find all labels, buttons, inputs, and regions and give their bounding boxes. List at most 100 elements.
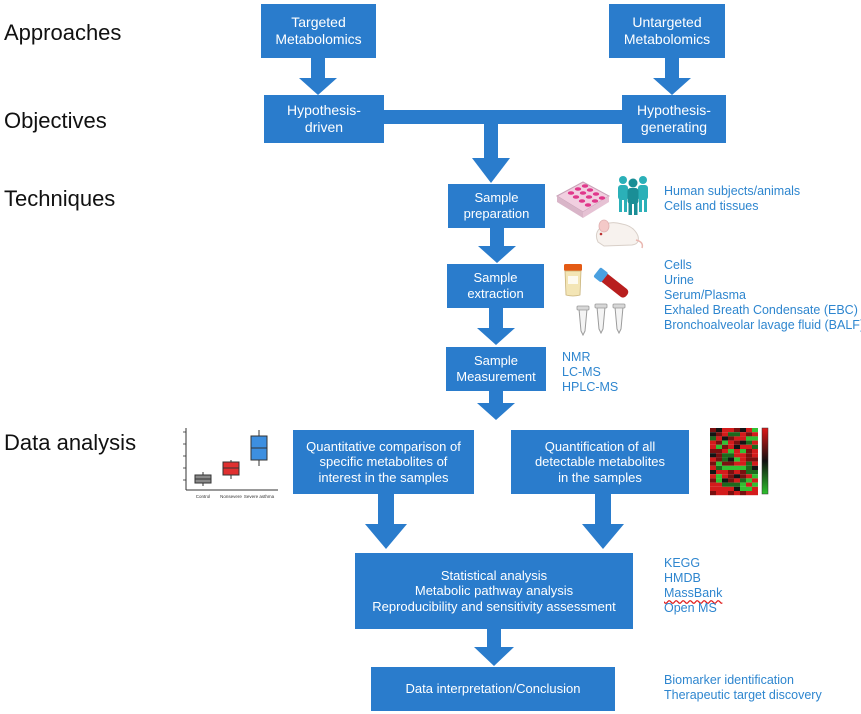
heatmap-cell [728,482,734,487]
heatmap-cell [722,449,728,454]
heatmap-cell [722,486,728,491]
heatmap-cell [716,491,722,496]
heatmap-cell [722,457,728,462]
boxplot-category-label: Severe asthma [244,494,275,499]
heatmap-cell [722,453,728,458]
heatmap-cell [716,432,722,437]
heatmap-cell [752,457,758,462]
arrow-down-icon [477,391,515,420]
boxplot-category-label: Control [196,494,211,499]
note-line: KEGG [664,556,701,570]
heatmap-cell [722,444,728,449]
heatmap-cell [716,444,722,449]
heatmap-cell [752,486,758,491]
heatmap-cell [722,470,728,475]
heatmap-cell [716,478,722,483]
heatmap-cell [716,465,722,470]
heatmap-cell [752,449,758,454]
heatmap-icon [710,427,769,496]
box-line: Quantitative comparison of [306,438,461,454]
outcome-notes: Biomarker identification Therapeutic tar… [664,673,822,703]
heatmap-cell [752,478,758,483]
heatmap-cell [734,432,740,437]
heatmap-cell [734,436,740,441]
heatmap-cell [722,465,728,470]
heatmap-cell [746,486,752,491]
heatmap-cell [728,478,734,483]
heatmap-cell [722,482,728,487]
heatmap-cell [752,465,758,470]
heatmap-cell [746,470,752,475]
heatmap-cell [752,453,758,458]
note-line: Serum/Plasma [664,288,746,302]
arrow-down-icon [477,308,515,345]
box-line: generating [640,119,708,135]
quantification-all-box: Quantification of all detectable metabol… [511,430,689,494]
heatmap-cell [716,461,722,466]
heatmap-cell [728,432,734,437]
heatmap-cell [710,478,716,483]
heatmap-cell [752,470,758,475]
box-line: Metabolomics [275,31,362,47]
heatmap-cell [746,428,752,433]
well-plate-icon [555,181,611,218]
heatmap-cell [740,474,746,479]
heatmap-cell [728,449,734,454]
note-line: Therapeutic target discovery [664,688,822,702]
heatmap-cell [752,428,758,433]
heatmap-cell [722,432,728,437]
heatmap-cell [710,457,716,462]
heatmap-cell [716,436,722,441]
heatmap-cell [716,453,722,458]
heatmap-cell [734,453,740,458]
arrow-down-icon [299,58,337,95]
heatmap-cell [752,461,758,466]
heatmap-cell [746,491,752,496]
heatmap-cell [734,465,740,470]
arrow-down-icon [474,629,514,666]
heatmap-cell [716,474,722,479]
box-line: Measurement [456,369,536,384]
box-line: extraction [467,286,524,301]
microtubes-icon [576,303,626,337]
heatmap-cell [722,474,728,479]
heatmap-cell [710,461,716,466]
heatmap-cell [746,461,752,466]
untargeted-metabolomics-box: Untargeted Metabolomics [609,4,725,58]
heatmap-cell [734,474,740,479]
heatmap-cell [734,457,740,462]
heatmap-cell [752,436,758,441]
database-notes: KEGG HMDB MassBank Open MS [664,556,722,616]
note-line: Urine [664,273,694,287]
heatmap-cell [734,444,740,449]
heatmap-cell [752,491,758,496]
box-line: Reproducibility and sensitivity assessme… [372,598,616,614]
arrow-down-icon [365,494,407,549]
box-line: Targeted [291,14,346,31]
heatmap-cell [752,440,758,445]
people-icon [618,176,648,215]
heatmap-cell [740,491,746,496]
urine-cup-icon [564,264,582,297]
sample-measurement-box: Sample Measurement [446,347,546,391]
heatmap-cell [740,478,746,483]
heatmap-cell [734,491,740,496]
heatmap-cell [734,486,740,491]
heatmap-cell [746,482,752,487]
heatmap-cell [734,428,740,433]
heatmap-cell [752,444,758,449]
heatmap-cell [722,491,728,496]
heatmap-cell [728,491,734,496]
heatmap-cell [710,465,716,470]
heatmap-cell [740,428,746,433]
heatmap-cell [734,482,740,487]
box-line: Sample [473,353,519,369]
mouse-icon [595,219,644,249]
heatmap-cell [710,474,716,479]
box-line: Hypothesis- [287,102,361,119]
hypothesis-driven-box: Hypothesis- driven [264,95,384,143]
sample-preparation-notes: Human subjects/animals Cells and tissues [664,184,800,214]
heatmap-cell [728,457,734,462]
heatmap-cell [734,470,740,475]
heatmap-cell [722,428,728,433]
